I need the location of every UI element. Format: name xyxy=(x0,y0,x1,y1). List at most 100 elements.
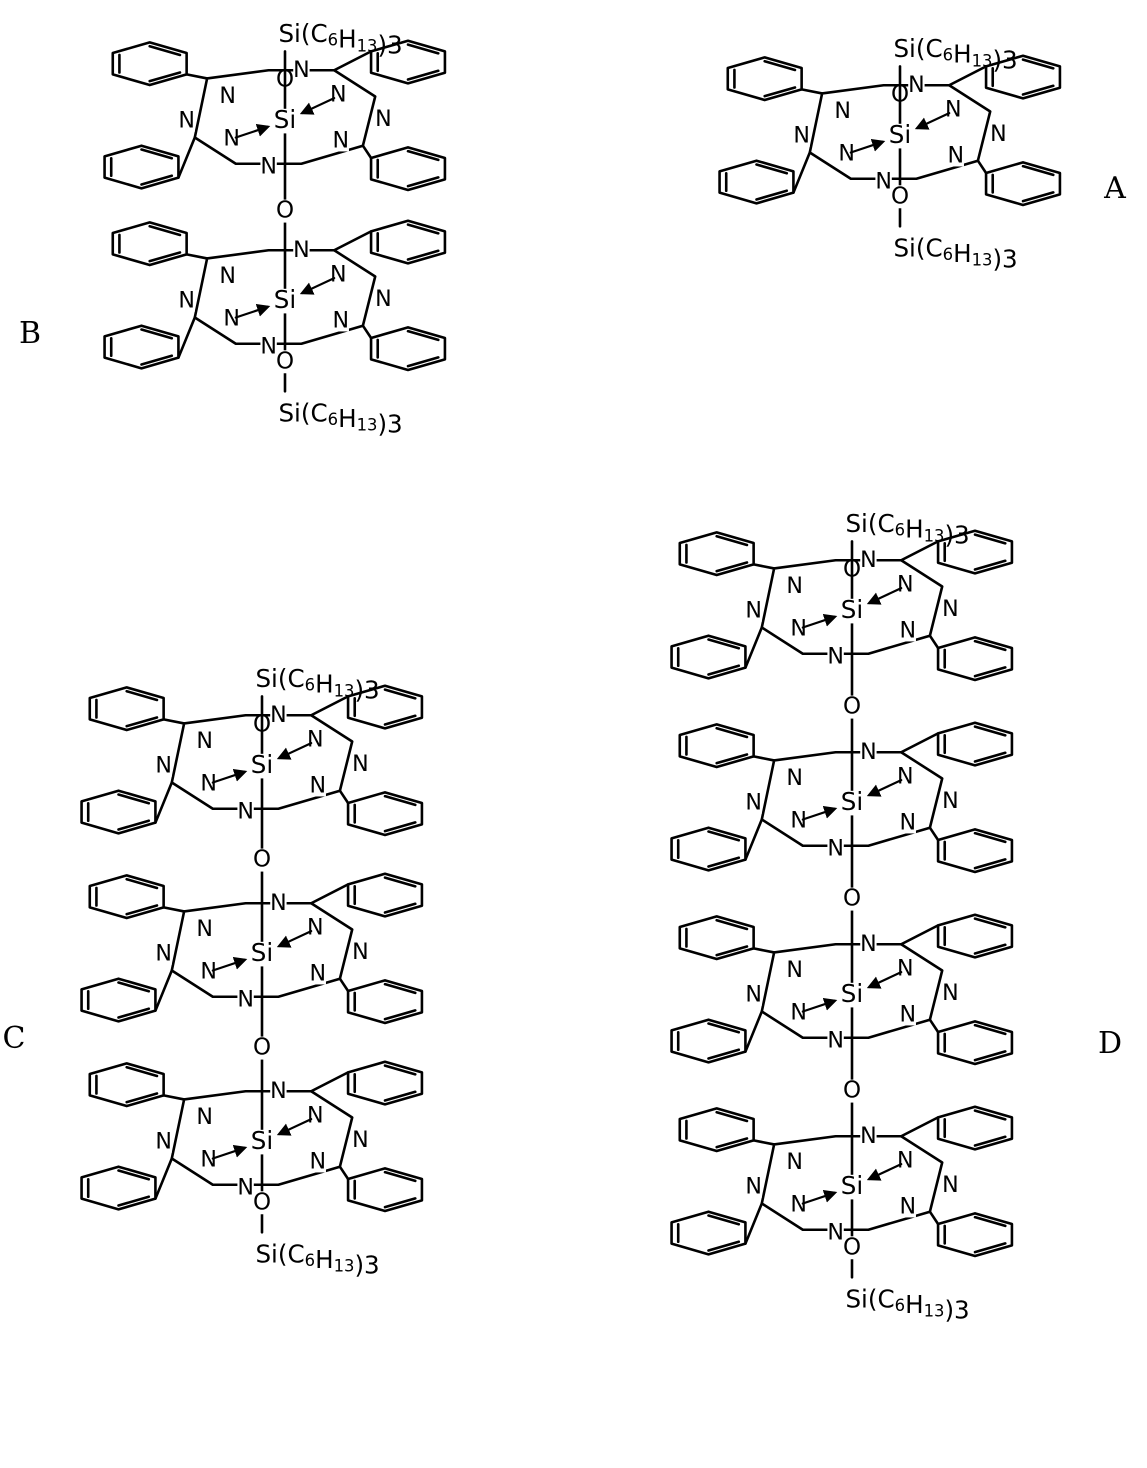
atom-mask xyxy=(897,574,914,596)
atom-mask xyxy=(786,575,803,598)
oxygen-atom: O xyxy=(253,712,271,738)
double-bond xyxy=(406,176,440,188)
double-bond xyxy=(148,251,182,263)
oxygen-atom: O xyxy=(276,348,294,374)
atom-mask xyxy=(196,1106,213,1129)
double-bond xyxy=(117,1169,151,1181)
atom-mask xyxy=(899,812,916,834)
nitrogen-atom: N xyxy=(827,1028,844,1054)
atom-mask xyxy=(942,1174,959,1197)
double-bond xyxy=(755,189,789,201)
double-bond xyxy=(715,1137,749,1149)
nitrogen-atom: N xyxy=(307,1102,324,1128)
atom-mask xyxy=(178,110,195,132)
ring-bond xyxy=(309,883,350,905)
benzene-ring xyxy=(88,686,165,732)
atom-mask xyxy=(899,620,916,642)
nitrogen-atom: N xyxy=(330,261,347,287)
double-bond xyxy=(707,638,741,650)
benzene-ring xyxy=(936,1020,1014,1066)
atom-mask xyxy=(352,753,369,776)
ring-bond xyxy=(928,1018,940,1034)
ring-bond xyxy=(928,634,940,650)
double-bond xyxy=(973,831,1007,844)
atom-mask xyxy=(897,958,914,980)
silicon-atom: Si xyxy=(841,595,863,624)
nitrogen-atom: N xyxy=(330,81,347,107)
double-bond xyxy=(148,71,182,83)
nitrogen-atom: N xyxy=(200,1147,217,1173)
double-bond xyxy=(707,830,741,842)
benzene-ring xyxy=(369,326,447,372)
nitrogen-atom: N xyxy=(786,957,803,983)
ring-bond xyxy=(154,781,174,824)
atom-mask xyxy=(827,646,844,668)
atom-mask xyxy=(945,99,962,121)
atom-mask xyxy=(309,1151,326,1173)
nitrogen-atom: N xyxy=(352,751,369,777)
double-bond xyxy=(973,1215,1007,1228)
nitrogen-atom: N xyxy=(990,121,1007,147)
atom-mask xyxy=(200,773,217,795)
nitrogen-atom: N xyxy=(237,1175,254,1201)
double-bond xyxy=(117,1195,151,1207)
benzene-ring xyxy=(103,324,180,370)
double-bond xyxy=(148,44,182,57)
oxygen-atom: O xyxy=(891,82,909,108)
nitrogen-atom: N xyxy=(827,1220,844,1246)
double-bond xyxy=(715,753,749,765)
benzene-ring xyxy=(346,872,424,918)
oxygen-atom: O xyxy=(253,1189,271,1215)
nitrogen-atom: N xyxy=(223,126,240,152)
double-bond xyxy=(707,1240,741,1252)
nitrogen-atom: N xyxy=(790,1192,807,1218)
atom-mask xyxy=(942,598,959,621)
nitrogen-atom: N xyxy=(745,598,762,624)
nitrogen-atom: N xyxy=(947,142,964,168)
coordinate-bond xyxy=(849,138,886,154)
atom-mask xyxy=(196,730,213,753)
atom-mask xyxy=(332,130,349,152)
ring-bond xyxy=(338,977,350,993)
atom-mask xyxy=(178,290,195,312)
benzene-ring xyxy=(369,39,447,85)
nitrogen-atom: N xyxy=(219,263,236,289)
double-bond xyxy=(973,639,1007,652)
ring-bond xyxy=(928,826,940,842)
coordinate-bond xyxy=(234,123,271,139)
atom-mask xyxy=(248,753,276,779)
ring-bond xyxy=(332,230,373,252)
double-bond xyxy=(383,876,417,888)
nitrogen-atom: N xyxy=(786,573,803,599)
nitrogen-atom: N xyxy=(200,771,217,797)
coordinate-bond xyxy=(299,97,336,115)
atom-mask xyxy=(307,729,324,751)
double-bond xyxy=(140,328,174,340)
double-bond xyxy=(715,1110,749,1123)
silicon-atom: Si xyxy=(251,938,273,967)
atom-mask xyxy=(745,1176,762,1198)
atom-mask xyxy=(745,792,762,814)
double-bond xyxy=(125,1065,159,1078)
ring-bond xyxy=(332,50,373,72)
axial-group-label: Si(C6H13)3 xyxy=(278,19,402,59)
benzene-ring xyxy=(936,1212,1014,1258)
nitrogen-atom: N xyxy=(786,1149,803,1175)
double-bond xyxy=(406,149,440,162)
nitrogen-atom: N xyxy=(332,307,349,333)
atom-mask xyxy=(790,1002,807,1024)
atom-mask xyxy=(237,989,254,1011)
double-bond xyxy=(715,945,749,957)
atom-mask xyxy=(786,959,803,982)
atom-mask xyxy=(196,918,213,941)
nitrogen-atom: N xyxy=(897,763,914,789)
ring-bond xyxy=(338,1165,350,1181)
ring-bond xyxy=(899,924,940,946)
ring-bond xyxy=(976,159,988,175)
nitrogen-atom: N xyxy=(827,836,844,862)
